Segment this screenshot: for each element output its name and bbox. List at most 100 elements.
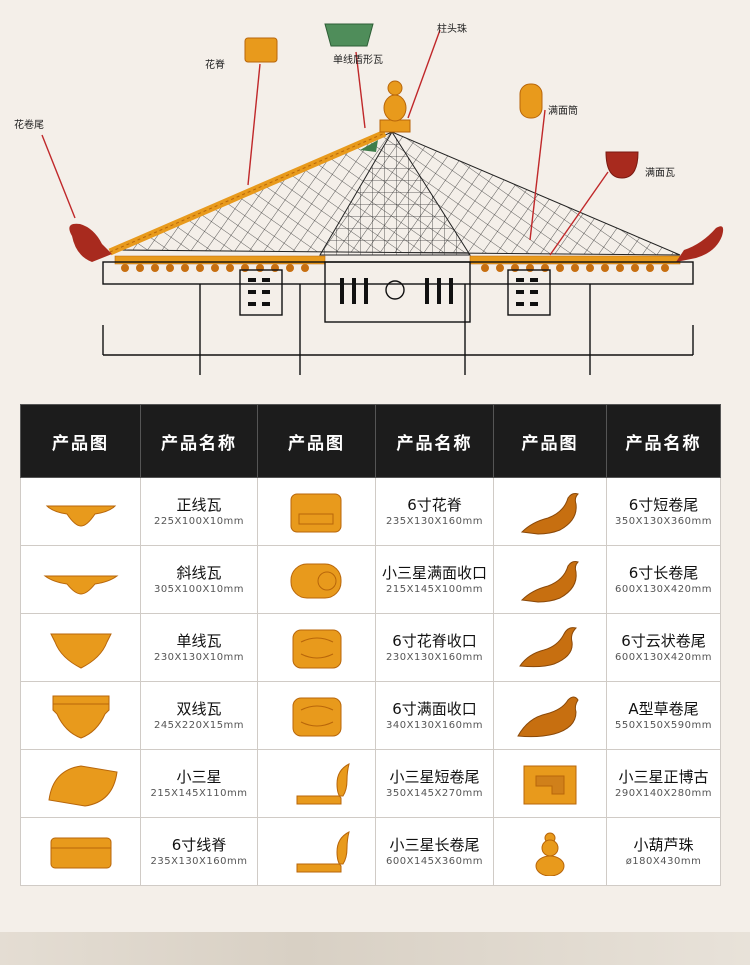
product-dimensions: 600X145X360mm [386, 855, 483, 867]
gourd-icon [535, 832, 565, 876]
header-product-image-1: 产品图 [20, 404, 141, 478]
product-dimensions: 600X130X420mm [615, 583, 712, 595]
cloud-tail-icon [519, 626, 577, 667]
product-name: 小三星满面收口 [381, 563, 487, 582]
product-dimensions: ø180X430mm [625, 855, 702, 867]
product-image-cell [257, 749, 376, 818]
callout-zhutouzhu: 柱头珠 [437, 24, 467, 35]
header-product-name-3: 产品名称 [606, 404, 721, 478]
half-pipe-icon [47, 764, 118, 807]
product-dimensions: 235X130X160mm [150, 855, 248, 867]
wide-tile-icon [42, 575, 119, 595]
header-product-image-3: 产品图 [493, 404, 607, 478]
product-name: 6寸长卷尾 [628, 563, 699, 582]
product-dimensions: 290X140X280mm [615, 787, 712, 799]
product-name: A型草卷尾 [628, 699, 699, 718]
product-dimensions: 215X145X100mm [386, 583, 483, 595]
callout-manmiantong: 满面筒 [548, 106, 578, 117]
product-image-cell [20, 749, 141, 818]
roof-drawing [41, 23, 724, 375]
shield-tile-icon [49, 633, 112, 669]
product-image-cell [493, 545, 607, 614]
product-image-cell [493, 749, 607, 818]
product-name: 6寸花脊 [407, 495, 462, 514]
product-name: 6寸线脊 [171, 835, 227, 854]
product-name: 斜线瓦 [176, 563, 222, 582]
product-name: 小三星短卷尾 [389, 767, 480, 786]
manmianwa-thumb-icon [605, 151, 639, 179]
product-dimensions: 230X130X160mm [386, 651, 483, 663]
product-name: 小三星正博古 [618, 767, 709, 786]
product-image-cell [493, 817, 607, 886]
product-dimensions: 305X100X10mm [153, 583, 245, 595]
product-name: 6寸满面收口 [392, 699, 477, 718]
product-dimensions: 550X150X590mm [615, 719, 712, 731]
product-dimensions: 340X130X160mm [386, 719, 483, 731]
product-image-cell [493, 613, 607, 682]
hook-tail-icon [296, 830, 350, 872]
product-name: 6寸云状卷尾 [621, 631, 706, 650]
product-image-cell [257, 681, 376, 750]
ridge-end-icon [292, 697, 341, 736]
curl-tail-icon [520, 560, 579, 603]
product-image-cell [257, 545, 376, 614]
callout-danxiandunxingwa: 单线盾形瓦 [333, 55, 383, 66]
product-image-cell [20, 817, 141, 886]
product-dimensions: 215X145X110mm [150, 787, 248, 799]
product-image-cell [493, 477, 607, 546]
round-end-icon [290, 563, 341, 598]
fret-block-icon [523, 765, 577, 804]
product-name: 正线瓦 [176, 495, 222, 514]
callout-manmianwa: 满面瓦 [645, 168, 675, 179]
product-dimensions: 600X130X420mm [615, 651, 712, 663]
roof-diagram: 花卷尾 花脊 单线盾形瓦 柱头珠 满面筒 满面瓦 [0, 0, 750, 395]
header-product-name-1: 产品名称 [140, 404, 258, 478]
product-image-cell [20, 681, 141, 750]
product-image-cell [493, 681, 607, 750]
table-header-row: 产品图 产品名称 产品图 产品名称 产品图 产品名称 [20, 404, 721, 478]
product-dimensions: 350X130X360mm [615, 515, 712, 527]
header-product-name-2: 产品名称 [375, 404, 494, 478]
product-image-cell [257, 613, 376, 682]
huaji-thumb-icon [244, 37, 278, 63]
product-name: 6寸花脊收口 [392, 631, 477, 650]
shield-tile-thumb-icon [324, 23, 374, 47]
product-name: 单线瓦 [176, 631, 222, 650]
product-image-cell [257, 477, 376, 546]
product-name: 小三星 [176, 767, 222, 786]
grass-tail-icon [517, 696, 579, 737]
header-product-image-2: 产品图 [257, 404, 376, 478]
product-dimensions: 225X100X10mm [153, 515, 245, 527]
ridge-block-icon [290, 493, 341, 532]
product-image-cell [20, 613, 141, 682]
product-image-cell [257, 817, 376, 886]
ridge-end-icon [292, 629, 341, 668]
product-dimensions: 235X130X160mm [386, 515, 483, 527]
callout-huajuanwei: 花卷尾 [14, 120, 44, 131]
